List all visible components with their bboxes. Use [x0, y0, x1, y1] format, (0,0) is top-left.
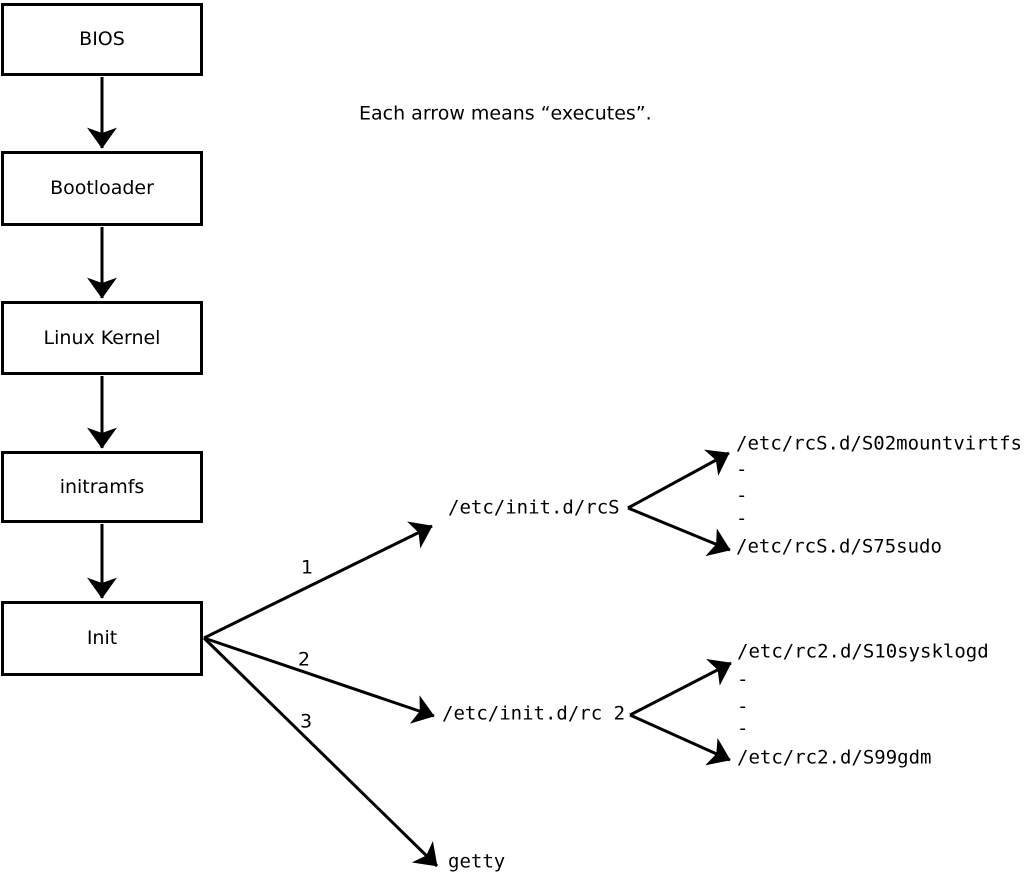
- arrow-rc2-to-s10sysklogd: [629, 659, 732, 717]
- arrow-init-to-rcs: [203, 521, 433, 640]
- caption-arrow-meaning: Each arrow means “executes”.: [359, 102, 652, 125]
- node-rcs-child-s02mountvirtfs: /etc/rcS.d/S02mountvirtfs: [736, 432, 1022, 455]
- arrow-label-1: 1: [300, 556, 314, 579]
- box-linux-kernel: Linux Kernel: [1, 301, 203, 375]
- node-rcs-child-dash-2: -: [736, 484, 748, 507]
- box-bios: BIOS: [1, 3, 203, 76]
- node-etc-init-d-rc2: /etc/init.d/rc 2: [442, 702, 626, 725]
- node-rc2-child-dash-1: -: [737, 668, 749, 691]
- arrow-rcs-to-s75sudo: [627, 506, 731, 557]
- box-bios-label: BIOS: [79, 28, 125, 50]
- arrow-rc2-to-s99gdm: [629, 713, 731, 766]
- arrow-label-2: 2: [297, 648, 311, 671]
- node-rcs-child-dash-1: -: [736, 458, 748, 481]
- arrow-init-to-getty: [202, 636, 439, 868]
- node-rcs-child-s75sudo: /etc/rcS.d/S75sudo: [736, 535, 942, 558]
- node-rc2-child-dash-2: -: [737, 695, 749, 718]
- node-rc2-child-dash-3: -: [737, 717, 749, 740]
- node-getty: getty: [448, 850, 506, 873]
- box-bootloader: Bootloader: [1, 151, 203, 226]
- box-linux-kernel-label: Linux Kernel: [43, 326, 161, 349]
- arrow-label-3: 3: [299, 710, 313, 733]
- node-rc2-child-s10sysklogd: /etc/rc2.d/S10sysklogd: [737, 640, 989, 663]
- node-rcs-child-dash-3: -: [736, 507, 748, 530]
- box-initramfs: initramfs: [1, 451, 203, 523]
- node-rc2-child-s99gdm: /etc/rc2.d/S99gdm: [737, 746, 932, 769]
- arrow-rcs-to-s02mountvirtfs: [627, 449, 730, 510]
- arrow-init-to-rc2: [203, 636, 435, 724]
- box-initramfs-label: initramfs: [59, 475, 145, 498]
- box-init-label: Init: [86, 627, 118, 649]
- node-etc-init-d-rcs: /etc/init.d/rcS: [448, 496, 620, 519]
- box-bootloader-label: Bootloader: [50, 177, 154, 199]
- box-init: Init: [1, 601, 203, 676]
